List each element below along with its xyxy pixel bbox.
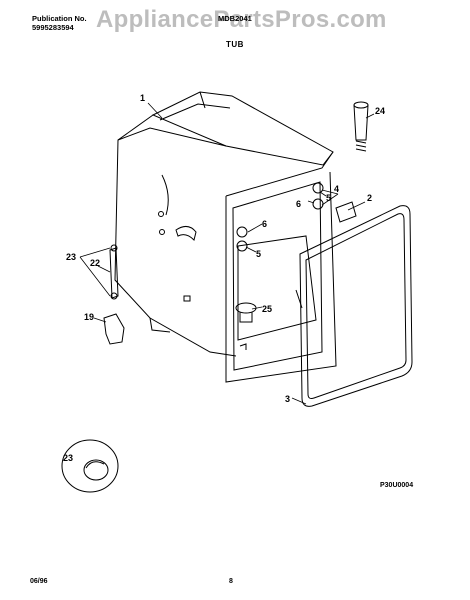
callout-5-upper: 5 xyxy=(326,193,331,203)
publication-info: Publication No. 5995283594 xyxy=(32,14,87,32)
leader-24 xyxy=(365,113,375,119)
tube-body xyxy=(353,104,369,141)
tub-front-inner xyxy=(232,181,323,371)
detail-inset-circle xyxy=(61,439,119,493)
leader-1 xyxy=(147,102,163,119)
bottom-bracket xyxy=(149,317,171,333)
callout-4: 4 xyxy=(334,184,339,194)
callout-24: 24 xyxy=(375,106,385,116)
tub-left-side xyxy=(114,114,237,357)
front-latch xyxy=(239,343,247,350)
side-bolt-lower xyxy=(159,229,165,235)
bolt-upper-right xyxy=(312,182,324,194)
tub-top-rim xyxy=(151,91,334,166)
callout-2: 2 xyxy=(367,193,372,203)
hinge-bracket-19 xyxy=(103,313,125,345)
callout-25: 25 xyxy=(262,304,272,314)
callout-6-left: 6 xyxy=(262,219,267,229)
leader-22 xyxy=(97,265,111,273)
callout-5-lower: 5 xyxy=(256,249,261,259)
callout-19: 19 xyxy=(84,312,94,322)
tub-top-inner xyxy=(159,103,231,121)
side-hose xyxy=(161,174,169,216)
tub-back-edge xyxy=(117,127,227,147)
tube-top xyxy=(353,101,369,109)
leader-5a xyxy=(319,191,327,197)
spray-hub xyxy=(235,302,257,314)
side-bolt-upper xyxy=(158,211,164,217)
callout-3: 3 xyxy=(285,394,290,404)
leader-6a xyxy=(307,200,315,204)
publication-label: Publication No. xyxy=(32,14,87,23)
detail-bushing-lip xyxy=(85,461,105,469)
leader-3 xyxy=(291,397,307,405)
leader-25 xyxy=(251,306,263,310)
bolt-lower-left xyxy=(236,240,248,252)
tub-crease xyxy=(199,91,206,109)
detail-bushing xyxy=(83,459,109,481)
tub-front-frame xyxy=(225,151,337,383)
leader-2 xyxy=(347,201,366,211)
callout-1: 1 xyxy=(140,93,145,103)
tub-floor xyxy=(237,235,317,341)
callout-6-right: 6 xyxy=(296,199,301,209)
bolt-lower-right xyxy=(312,198,324,210)
callout-23-inset: 23 xyxy=(63,453,73,463)
tube-spring xyxy=(355,140,367,152)
hinge-pin-upper xyxy=(110,244,118,252)
door-gasket-outer xyxy=(299,205,413,407)
leader-5b xyxy=(245,246,257,253)
footer-date: 06/96 xyxy=(30,578,48,585)
leader-lines xyxy=(79,102,375,405)
spray-hub-post xyxy=(239,312,253,323)
leader-19 xyxy=(93,317,107,323)
leader-6b xyxy=(247,223,263,233)
hinge-bracket xyxy=(335,201,357,223)
model-number: MDB2041 xyxy=(218,14,252,23)
leader-23 xyxy=(79,247,111,297)
diagram-code: P30U0004 xyxy=(380,482,414,489)
callout-22: 22 xyxy=(90,258,100,268)
bolt-upper-left xyxy=(236,226,248,238)
tub-drawing xyxy=(61,91,413,493)
hinge-pin-lower xyxy=(110,292,118,300)
hinge-arm xyxy=(109,247,119,299)
leader-4 xyxy=(321,189,339,206)
door-gasket-inner xyxy=(305,213,407,399)
side-clip xyxy=(175,226,197,241)
footer-page: 8 xyxy=(229,578,233,585)
callout-23: 23 xyxy=(66,252,76,262)
side-tab xyxy=(183,295,191,302)
watermark: AppliancePartsPros.com xyxy=(96,6,387,33)
section-title: TUB xyxy=(226,40,244,49)
publication-number: 5995283594 xyxy=(32,23,74,32)
